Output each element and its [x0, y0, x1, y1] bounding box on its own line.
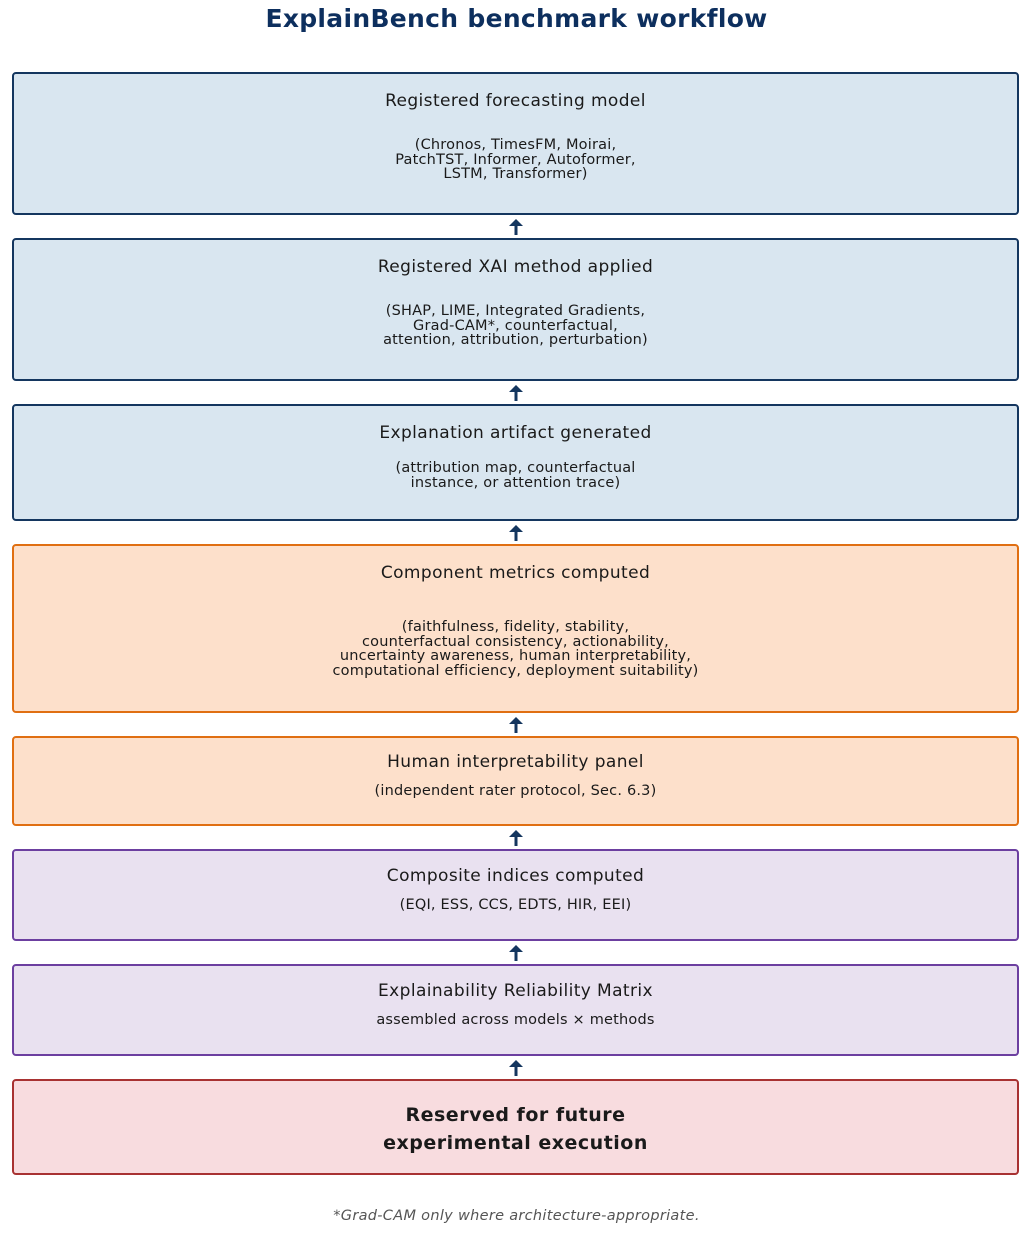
detail-line: (EQI, ESS, CCS, EDTS, HIR, EEI) [399, 897, 632, 913]
step-heading: Composite indices computed [386, 866, 645, 886]
flow-arrow-up-icon [509, 830, 523, 846]
step-composite-indices: Composite indices computed (EQI, ESS, CC… [12, 849, 1019, 941]
detail-line: computational efficiency, deployment sui… [332, 663, 699, 680]
detail-line: LSTM, Transformer) [443, 166, 588, 183]
detail-line: (SHAP, LIME, Integrated Gradients, [385, 303, 646, 319]
step-component-metrics: Component metrics computed (faithfulness… [12, 544, 1019, 713]
step-heading: Registered forecasting model [385, 91, 646, 111]
footnote: *Grad-CAM only where architecture-approp… [333, 1208, 700, 1224]
step-detail: (independent rater protocol, Sec. 6.3) [14, 784, 1017, 799]
step-xai-method: Registered XAI method applied (SHAP, LIM… [12, 238, 1019, 381]
detail-line: (faithfulness, fidelity, stability, [401, 619, 630, 635]
detail-line: uncertainty awareness, human interpretab… [339, 648, 692, 665]
detail-line: instance, or attention trace) [410, 474, 621, 491]
detail-line: attention, attribution, perturbation) [383, 332, 648, 349]
step-heading: Explainability Reliability Matrix [378, 981, 653, 1001]
step-forecasting-model: Registered forecasting model (Chronos, T… [12, 72, 1019, 215]
flow-arrow-up-icon [509, 945, 523, 961]
heading-line: experimental execution [383, 1132, 648, 1154]
step-heading: Registered XAI method applied [377, 257, 654, 277]
step-detail: assembled across models × methods [14, 1013, 1017, 1028]
flow-arrow-up-icon [509, 525, 523, 541]
flow-arrow-up-icon [509, 219, 523, 235]
detail-line: counterfactual consistency, actionabilit… [362, 633, 669, 650]
step-heading: Reserved for future experimental executi… [14, 1101, 1017, 1157]
step-detail: (faithfulness, fidelity, stability, coun… [14, 620, 1017, 679]
detail-line: PatchTST, Informer, Autoformer, [395, 151, 636, 168]
detail-line: (Chronos, TimesFM, Moirai, [414, 137, 617, 153]
detail-line: assembled across models × methods [376, 1012, 655, 1028]
step-human-panel: Human interpretability panel (independen… [12, 736, 1019, 826]
detail-line: (attribution map, counterfactual [395, 460, 636, 476]
step-detail: (SHAP, LIME, Integrated Gradients, Grad-… [14, 304, 1017, 348]
step-reliability-matrix: Explainability Reliability Matrix assemb… [12, 964, 1019, 1056]
step-heading: Human interpretability panel [387, 752, 644, 772]
flow-arrow-up-icon [509, 1060, 523, 1076]
detail-line: (independent rater protocol, Sec. 6.3) [374, 783, 657, 799]
heading-line: Reserved for future [405, 1104, 626, 1126]
step-detail: (Chronos, TimesFM, Moirai, PatchTST, Inf… [14, 138, 1017, 182]
step-explanation-artifact: Explanation artifact generated (attribut… [12, 404, 1019, 521]
diagram-title: ExplainBench benchmark workflow [265, 4, 768, 33]
step-detail: (attribution map, counterfactual instanc… [14, 461, 1017, 490]
step-detail: (EQI, ESS, CCS, EDTS, HIR, EEI) [14, 898, 1017, 913]
flow-arrow-up-icon [509, 717, 523, 733]
step-reserved-future: Reserved for future experimental executi… [12, 1079, 1019, 1175]
detail-line: Grad-CAM*, counterfactual, [413, 317, 618, 334]
step-heading: Component metrics computed [380, 563, 651, 583]
flow-arrow-up-icon [509, 385, 523, 401]
step-heading: Explanation artifact generated [379, 423, 652, 443]
